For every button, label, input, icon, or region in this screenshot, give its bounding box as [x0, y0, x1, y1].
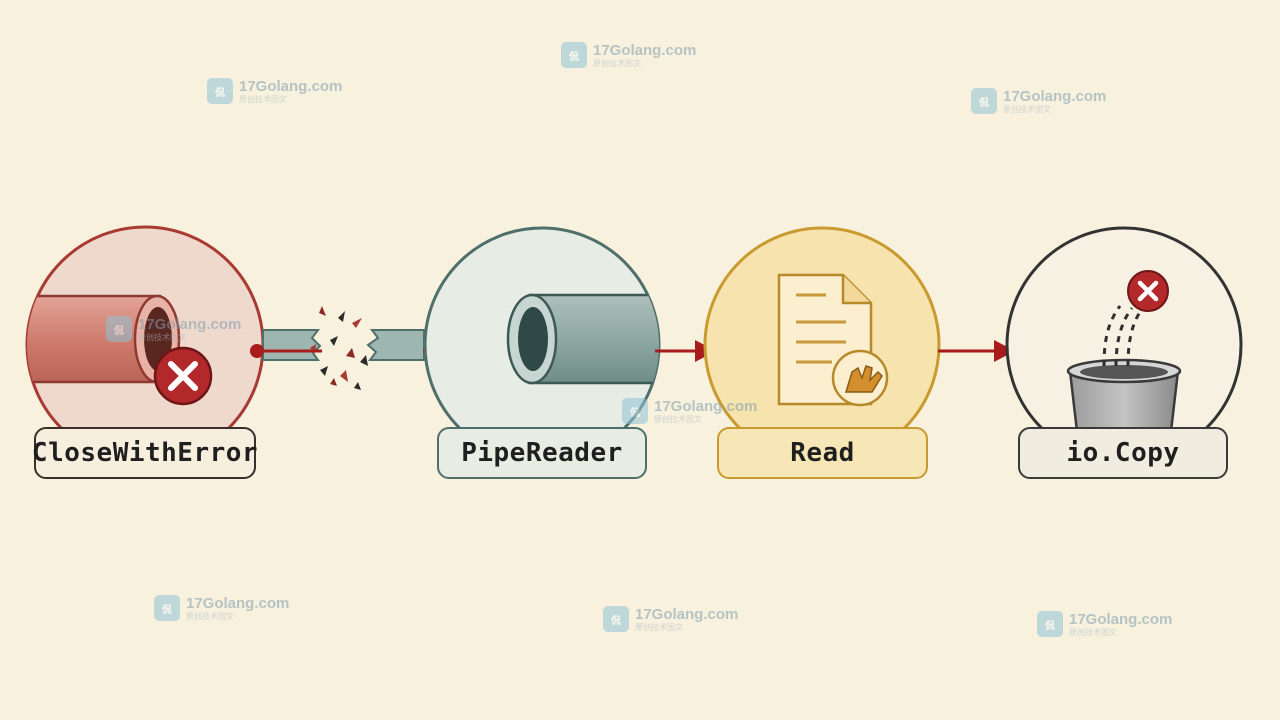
error-x-icon — [1127, 270, 1169, 312]
label-pipe-reader: PipeReader — [437, 427, 647, 479]
pipe-icon — [506, 293, 659, 385]
arrow-to-io-copy — [938, 340, 1015, 362]
label-close-with-error: CloseWithError — [32, 427, 258, 479]
node-read — [703, 226, 941, 464]
shatter-shards — [310, 306, 368, 390]
node-close-with-error — [25, 225, 265, 465]
falling-stream-icon — [1102, 305, 1142, 367]
broken-connector — [250, 306, 425, 390]
node-io-copy — [1005, 226, 1243, 464]
label-io-copy: io.Copy — [1018, 427, 1228, 479]
node-pipe-reader — [423, 226, 661, 464]
error-x-icon — [153, 346, 213, 406]
hand-stop-icon — [831, 349, 889, 407]
label-read: Read — [717, 427, 928, 479]
line-start-dot — [250, 344, 264, 358]
bucket-icon — [1066, 358, 1182, 442]
